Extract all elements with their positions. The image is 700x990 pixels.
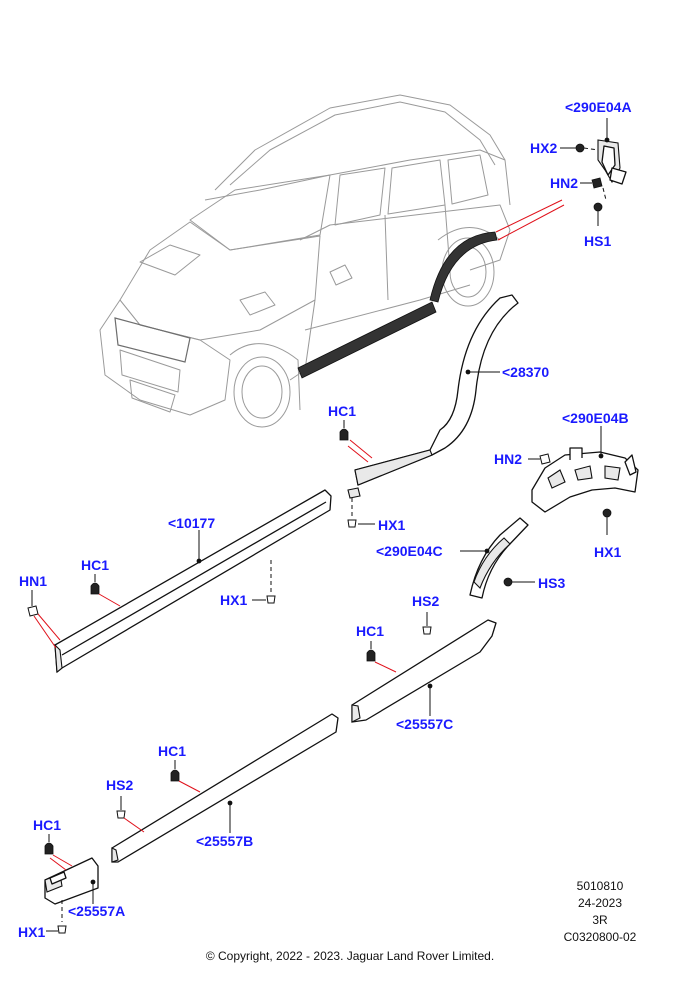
label-hx1-b[interactable]: HX1 — [594, 544, 621, 560]
diagram-info-block: 5010810 24-2023 3R C0320800-02 — [540, 878, 660, 946]
wheel-arch-moulding-28370[interactable] — [354, 294, 519, 486]
arch-liner-290E04C[interactable] — [469, 517, 529, 599]
label-hc1-c[interactable]: HC1 — [356, 623, 384, 639]
label-hx1-d[interactable]: HX1 — [18, 924, 45, 940]
label-hc1-d[interactable]: HC1 — [158, 743, 186, 759]
fastener-hn2-b — [528, 453, 551, 465]
label-10177[interactable]: <10177 — [168, 515, 215, 531]
fastener-hc1-a — [339, 420, 349, 441]
highlight-sill — [297, 301, 437, 379]
label-hc1-a[interactable]: HC1 — [328, 403, 356, 419]
sill-section-25557C[interactable] — [351, 619, 497, 723]
label-hs3[interactable]: HS3 — [538, 575, 565, 591]
diagram-reference: C0320800-02 — [563, 930, 637, 944]
fastener-hc1-c — [366, 641, 376, 662]
label-hn2-b[interactable]: HN2 — [494, 451, 522, 467]
fastener-hs1 — [593, 202, 603, 226]
label-28370[interactable]: <28370 — [502, 364, 549, 380]
label-hc1-e[interactable]: HC1 — [33, 817, 61, 833]
label-25557A[interactable]: <25557A — [68, 903, 125, 919]
fastener-hc1-d — [170, 760, 180, 782]
fastener-hn1 — [27, 590, 39, 617]
label-hs2-a[interactable]: HS2 — [412, 593, 439, 609]
label-25557B[interactable]: <25557B — [196, 833, 253, 849]
fastener-hc1-e — [44, 834, 54, 855]
label-hx1-c[interactable]: HX1 — [220, 592, 247, 608]
sill-section-25557B[interactable] — [111, 713, 339, 863]
label-hs1[interactable]: HS1 — [584, 233, 611, 249]
bracket-290E04A[interactable] — [597, 139, 627, 185]
fastener-hx1-c — [252, 595, 276, 604]
fastener-hx2-top — [560, 143, 585, 153]
diagram-id: 5010810 — [576, 879, 624, 893]
diagram-date-code: 24-2023 — [577, 896, 623, 910]
fastener-hc1-b — [90, 574, 100, 595]
diagram-side-code: 3R — [592, 913, 608, 927]
label-hc1-b[interactable]: HC1 — [81, 557, 109, 573]
label-25557C[interactable]: <25557C — [396, 716, 453, 732]
copyright-notice: © Copyright, 2022 - 2023. Jaguar Land Ro… — [205, 949, 495, 963]
label-hx2-top[interactable]: HX2 — [530, 140, 557, 156]
sill-end-25557A[interactable] — [44, 857, 99, 905]
label-hn2-top[interactable]: HN2 — [550, 175, 578, 191]
label-hx1-a[interactable]: HX1 — [378, 517, 405, 533]
label-hn1[interactable]: HN1 — [19, 573, 47, 589]
bracket-290E04B[interactable] — [531, 447, 639, 513]
fastener-hs2-a — [422, 612, 432, 635]
label-290E04C[interactable]: <290E04C — [376, 543, 443, 559]
fastener-hs3 — [503, 577, 535, 587]
label-290E04A[interactable]: <290E04A — [565, 99, 632, 115]
fastener-hx1-d — [46, 925, 67, 934]
label-hs2-b[interactable]: HS2 — [106, 777, 133, 793]
fastener-hn2-top — [580, 177, 603, 189]
label-290E04B[interactable]: <290E04B — [562, 410, 629, 426]
fastener-hx1-b — [602, 508, 612, 535]
sill-moulding-10177[interactable] — [54, 489, 332, 674]
fastener-hs2-b — [116, 796, 126, 819]
highlight-wheel-arch — [429, 231, 498, 303]
fastener-hx1-a — [347, 519, 375, 528]
vehicle-illustration — [99, 94, 511, 428]
